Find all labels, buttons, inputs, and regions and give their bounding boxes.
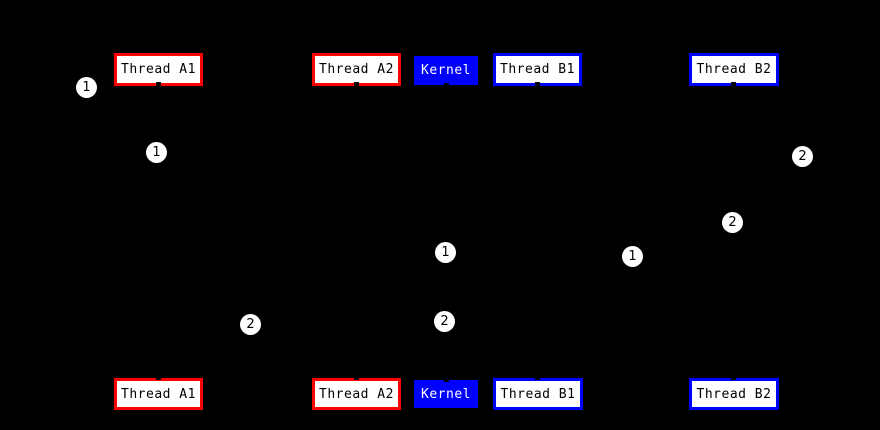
- node-thread-b2-bottom: Thread B2: [689, 378, 779, 410]
- step-marker-1: 1: [76, 77, 97, 98]
- lifeline-stub: [731, 82, 736, 88]
- node-thread-b1-top: Thread B1: [493, 53, 582, 86]
- lifeline-stub: [156, 374, 161, 380]
- step-marker-2: 2: [240, 314, 261, 335]
- node-kernel-top: Kernel: [414, 56, 478, 85]
- node-thread-a1-top: Thread A1: [114, 53, 203, 86]
- lifeline-stub: [535, 374, 540, 380]
- step-marker-1: 1: [622, 246, 643, 267]
- lifeline-stub: [354, 82, 359, 88]
- lifeline-stub: [354, 374, 359, 380]
- step-marker-1: 1: [435, 242, 456, 263]
- lifeline-stub: [444, 376, 449, 382]
- lifeline-stub: [156, 82, 161, 88]
- step-marker-1: 1: [146, 142, 167, 163]
- node-thread-a2-bottom: Thread A2: [312, 378, 401, 410]
- node-thread-a1-bottom: Thread A1: [114, 378, 203, 410]
- node-kernel-bottom: Kernel: [414, 380, 478, 408]
- step-marker-2: 2: [722, 212, 743, 233]
- lifeline-stub: [731, 374, 736, 380]
- lifeline-stub: [535, 82, 540, 88]
- step-marker-2: 2: [434, 311, 455, 332]
- step-marker-2: 2: [792, 146, 813, 167]
- lifeline-stub: [444, 83, 449, 89]
- node-thread-b1-bottom: Thread B1: [493, 378, 583, 410]
